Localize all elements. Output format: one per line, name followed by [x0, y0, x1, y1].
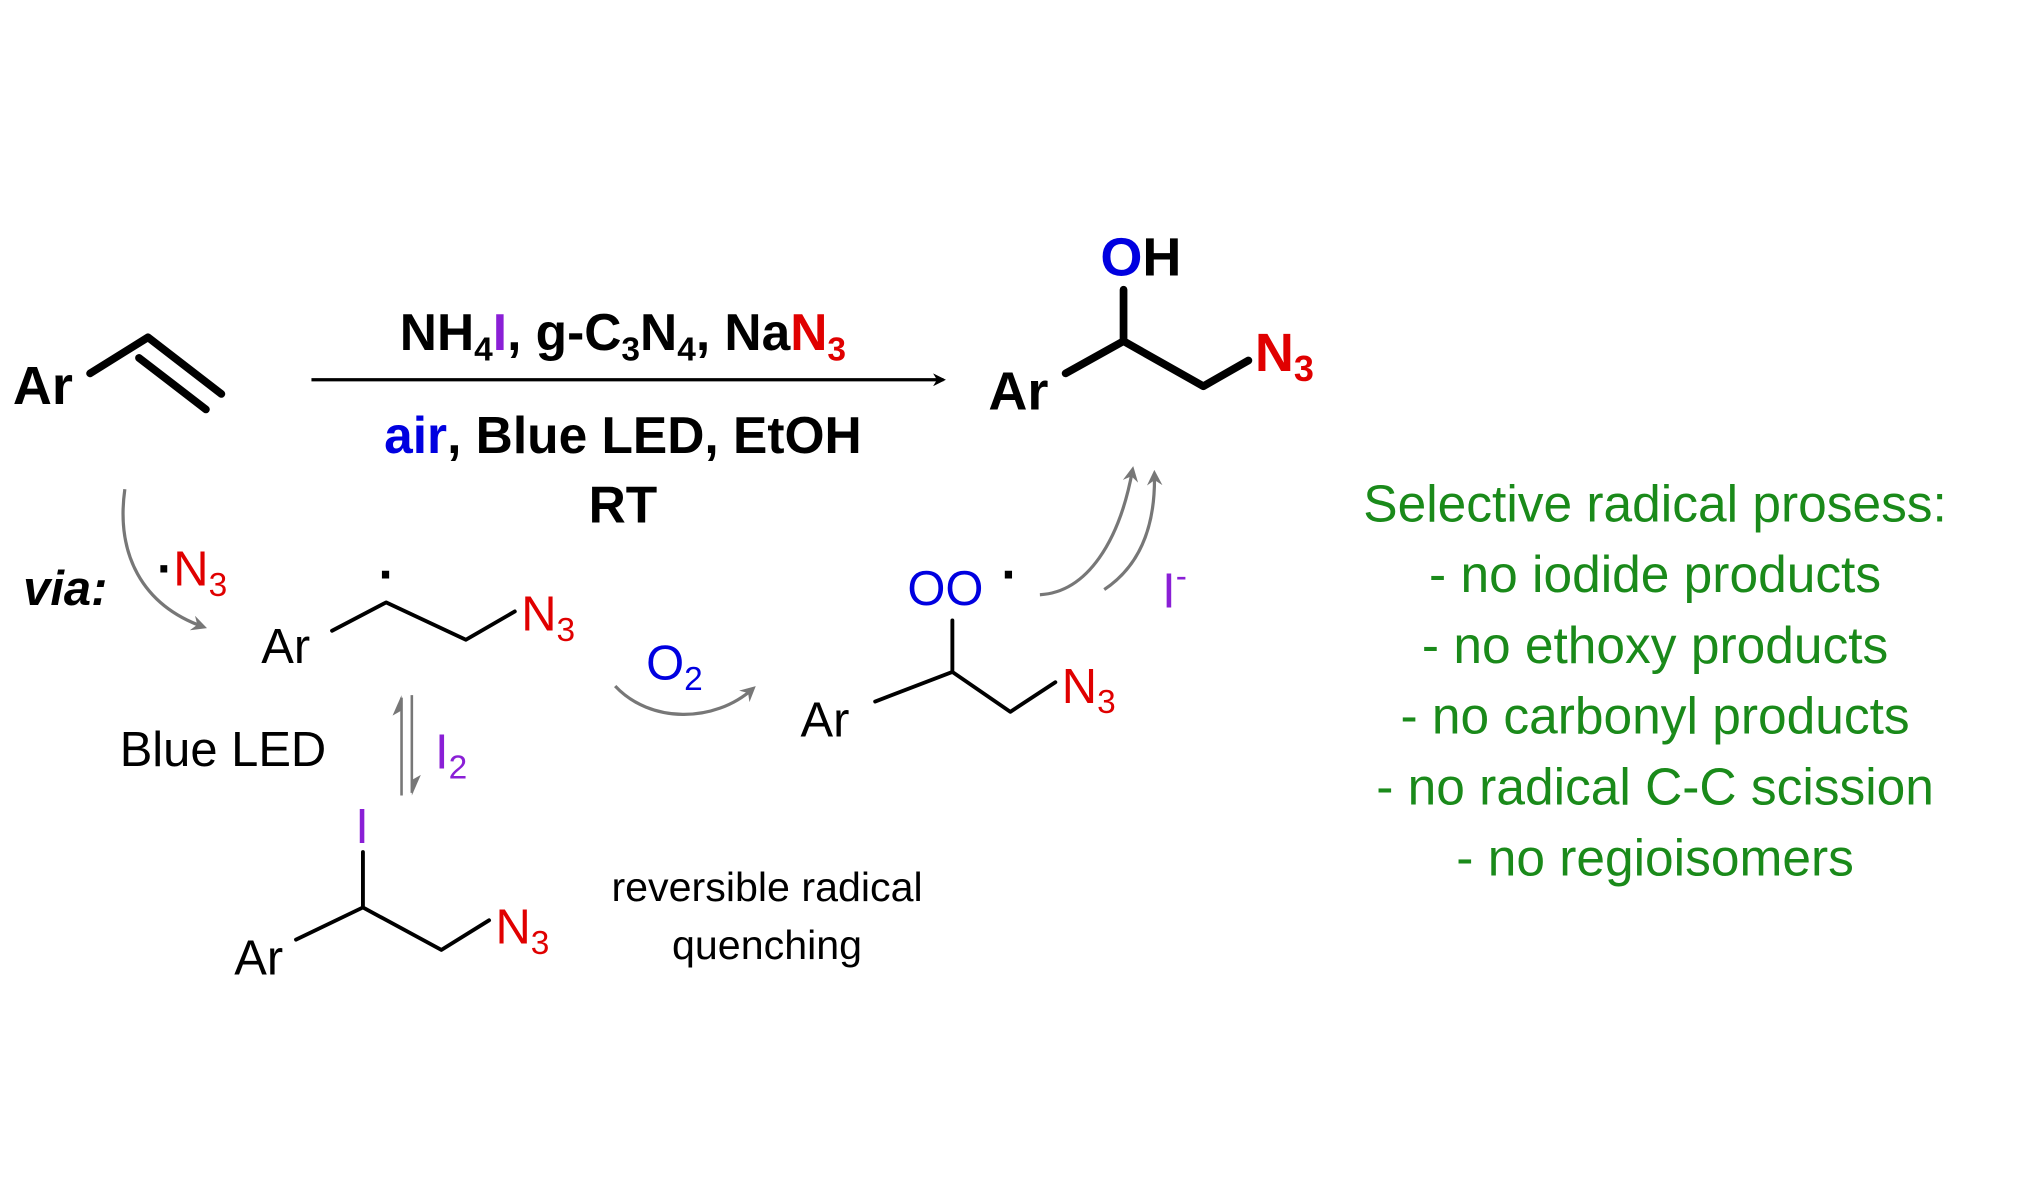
- iodine-label: I: [355, 800, 369, 854]
- radical-dot: ·: [378, 545, 395, 603]
- selectivity-item: - no carbonyl products: [1400, 687, 1909, 745]
- product-bonds: [1061, 337, 1253, 391]
- note-line-2: quenching: [672, 922, 862, 968]
- peroxy-radical-structure: OO · Ar N3: [801, 545, 1116, 747]
- n3-label: N3: [495, 900, 549, 961]
- n3-label: N3: [1255, 323, 1314, 389]
- radical-dot: ·: [1001, 545, 1018, 603]
- selectivity-item: - no regioisomers: [1456, 828, 1854, 886]
- ar-label: Ar: [234, 931, 283, 985]
- equilibrium-arrows: [392, 695, 421, 796]
- blue-led-label: Blue LED: [120, 723, 327, 777]
- styrene-structure: Ar: [13, 333, 226, 416]
- azide-addition-arrow: [121, 488, 207, 631]
- conditions-line-1: NH4I, g-C3N4, NaN3: [400, 303, 846, 368]
- double-bond: [135, 354, 210, 414]
- ar-label: Ar: [801, 693, 850, 747]
- selectivity-item: - no iodide products: [1429, 545, 1881, 603]
- reduction-arrow-1: [1039, 466, 1139, 597]
- via-label: via:: [23, 562, 107, 616]
- selectivity-item: - no radical C-C scission: [1376, 757, 1934, 815]
- oh-label: OH: [1100, 228, 1181, 288]
- azide-radical-label: ·N3: [157, 543, 227, 604]
- ar-label: Ar: [261, 620, 310, 674]
- n3-label: N3: [521, 588, 575, 649]
- carbon-radical-structure: Ar · N3: [261, 545, 575, 674]
- selectivity-item: - no ethoxy products: [1422, 616, 1888, 674]
- selectivity-title: Selective radical prosess:: [1363, 474, 1947, 532]
- oxygen-trap-arrow: [614, 684, 756, 716]
- selectivity-list: Selective radical prosess: - no iodide p…: [1363, 474, 1947, 886]
- conditions-line-2: air, Blue LED, EtOH: [384, 406, 862, 464]
- product-structure: Ar OH N3: [988, 228, 1313, 422]
- iodide-ion-label: I-: [1162, 558, 1187, 619]
- ar-label: Ar: [988, 361, 1048, 421]
- oo-label: OO: [907, 562, 983, 616]
- note-line-1: reversible radical: [611, 864, 922, 910]
- reduction-arrow-2: [1103, 469, 1163, 591]
- alkene-bonds: [86, 333, 226, 398]
- o2-label: O2: [646, 637, 703, 698]
- ar-label: Ar: [13, 356, 73, 416]
- n3-label: N3: [1062, 660, 1116, 721]
- i2-label: I2: [435, 725, 467, 786]
- iodide-adduct-structure: I Ar N3: [234, 800, 549, 985]
- conditions-line-3: RT: [589, 476, 658, 534]
